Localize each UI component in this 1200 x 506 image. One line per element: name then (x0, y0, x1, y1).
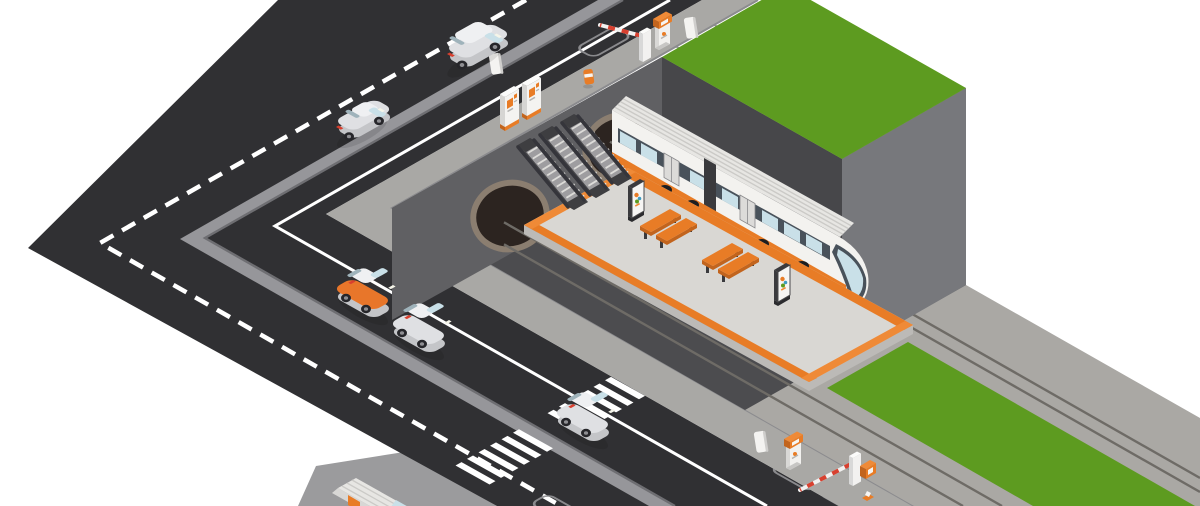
road-surface (28, 0, 839, 506)
rail (503, 221, 1003, 506)
litter-bin (583, 69, 595, 89)
barrier-post (639, 27, 651, 62)
barrier-arm-stripes (799, 462, 852, 492)
barrier-arm (598, 23, 644, 38)
crossing-stripe (467, 455, 507, 478)
ticket-machine (521, 74, 542, 121)
rail (503, 243, 964, 506)
ad-lightbox (773, 262, 791, 307)
barrier-post (849, 451, 861, 486)
road-median (180, 0, 675, 506)
bus-partial (332, 478, 407, 506)
parking-space-outline (532, 495, 585, 506)
crossing-stripe (582, 390, 622, 413)
platform-side-face (524, 225, 809, 391)
crossing-stripe (605, 376, 645, 400)
equipment-box (860, 460, 876, 479)
platform-floor (524, 168, 913, 382)
crossing-stripe (478, 449, 519, 472)
roof-lawn (662, 0, 966, 159)
train-windows (620, 131, 822, 255)
train-doors (663, 152, 756, 229)
trackside-grass-median (827, 342, 1195, 506)
crossing-stripe (455, 462, 496, 485)
platform-edge-right-end (801, 321, 913, 382)
lane-divider-dashed (95, 0, 563, 506)
crossing-stripe (490, 442, 530, 465)
crossing-stripe (513, 429, 553, 452)
train-windshield-glass (837, 249, 864, 296)
parking-barrier-upper (598, 23, 651, 62)
platform-edge-front (524, 221, 817, 382)
train-roof-ribs (614, 98, 852, 235)
ad-lightbox (627, 178, 645, 223)
traffic-cone (862, 491, 874, 501)
platform-end-face (809, 325, 913, 391)
parking-barrier-lower (798, 451, 861, 492)
road-median-edge (202, 0, 676, 506)
island-platform (524, 168, 913, 391)
ticket-machine (499, 85, 520, 132)
roof-block-face-right (842, 88, 966, 356)
crossing-stripe (501, 435, 542, 459)
platform-edge-track-side (619, 168, 913, 330)
crossing-stripe (593, 383, 634, 406)
